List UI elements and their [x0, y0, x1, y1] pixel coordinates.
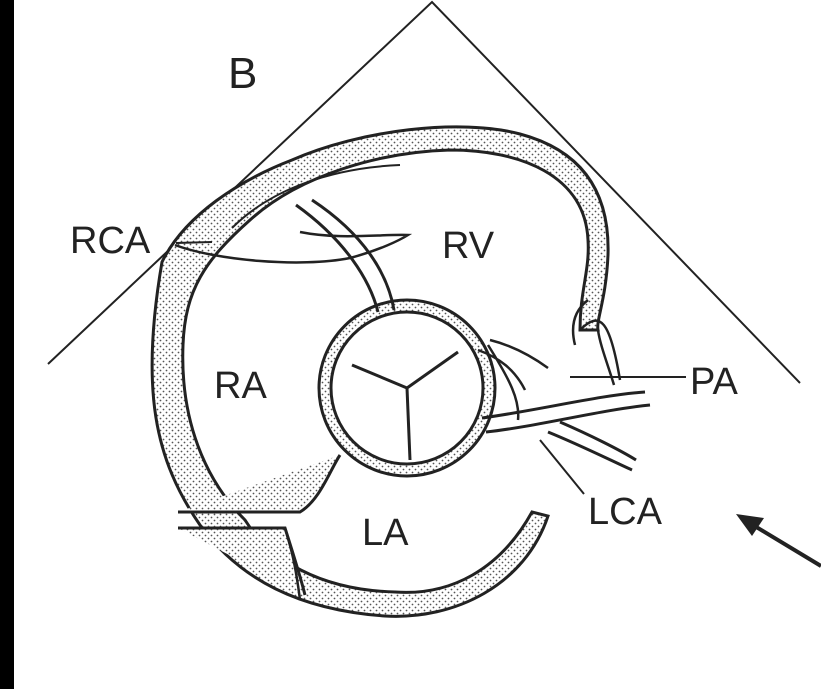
- label-rca: RCA: [70, 220, 151, 262]
- panel-letter: B: [228, 49, 257, 98]
- direction-arrow: [736, 514, 821, 566]
- label-lca: LCA: [588, 491, 663, 533]
- label-la: LA: [362, 512, 409, 554]
- left-coronary-artery: [482, 392, 650, 470]
- right-coronary-artery: [296, 200, 394, 312]
- lca-pointer-line: [540, 440, 584, 494]
- label-ra: RA: [214, 365, 267, 407]
- label-rv: RV: [442, 225, 495, 267]
- heart-cross-section-diagram: B RCA RV RA LA PA LCA: [14, 0, 821, 689]
- label-pa: PA: [690, 361, 739, 403]
- figure-panel: B RCA RV RA LA PA LCA: [14, 0, 821, 689]
- rca-pointer-line: [176, 242, 212, 243]
